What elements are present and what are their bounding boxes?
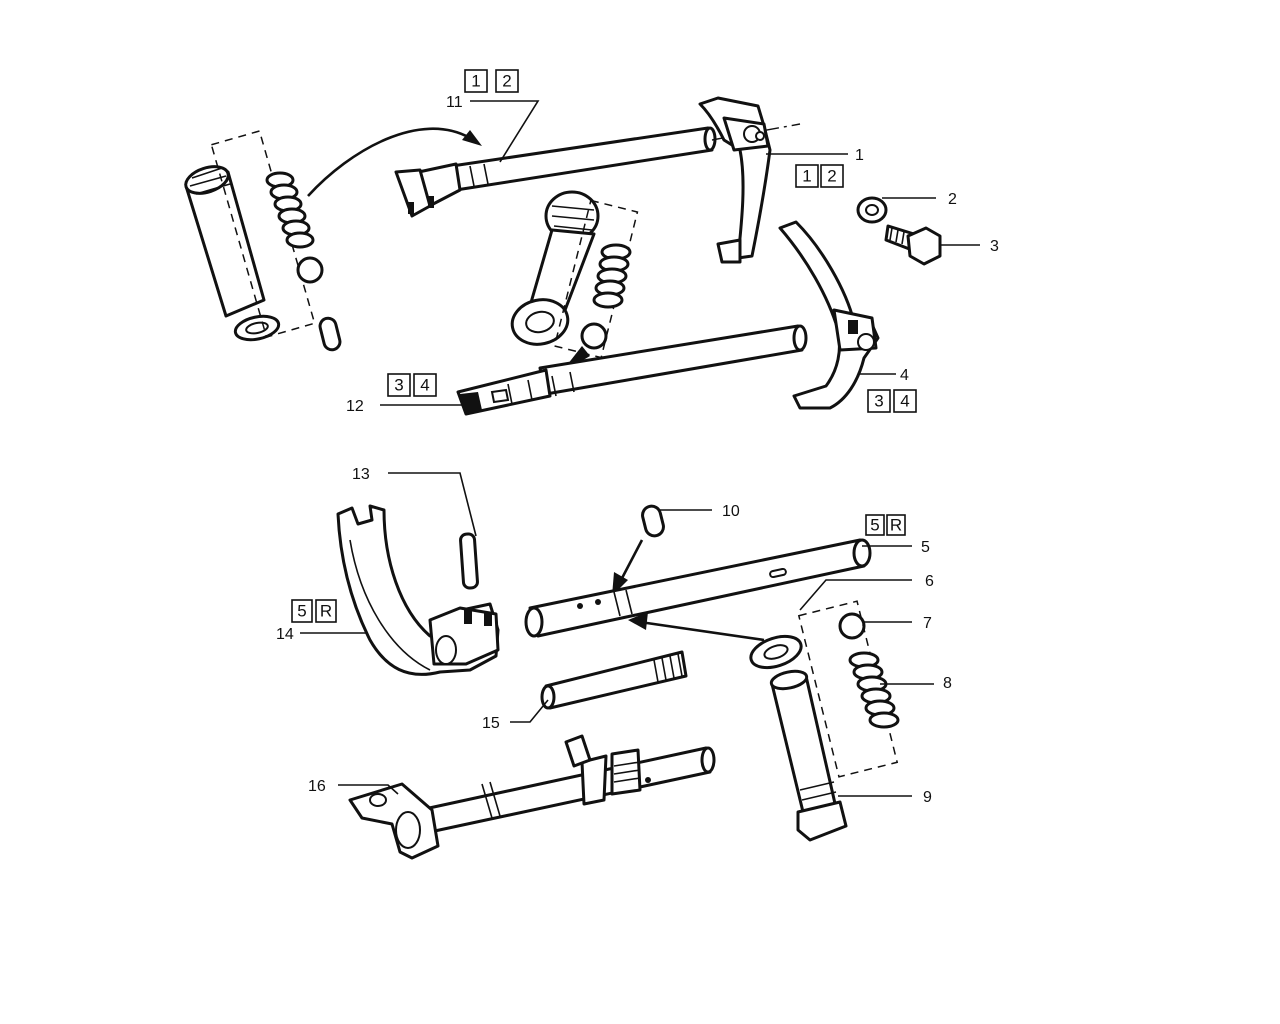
spring-pin	[459, 532, 479, 590]
assembly-arrow-4	[639, 620, 765, 642]
threaded-rod	[540, 650, 688, 710]
shift-fork-34	[778, 220, 880, 410]
callout-15: 15	[482, 715, 500, 732]
svg-text:R: R	[890, 516, 902, 535]
svg-text:3: 3	[874, 392, 883, 411]
callout-7: 7	[923, 615, 932, 632]
callout-16: 16	[308, 778, 326, 795]
detent-plug-right	[769, 669, 848, 842]
shift-fork-12	[698, 96, 772, 264]
gear-tag-12-top: 1 2	[464, 69, 519, 93]
callout-9: 9	[923, 789, 932, 806]
gear-tag-5r-fork: 5 R	[291, 599, 337, 623]
callout-11: 11	[446, 94, 463, 111]
callout-5: 5	[921, 539, 930, 556]
shift-rod-12	[394, 126, 717, 218]
svg-text:2: 2	[502, 72, 511, 91]
shift-rod-5r	[524, 538, 872, 638]
selector-shaft	[348, 734, 716, 860]
svg-text:1: 1	[802, 167, 811, 186]
svg-text:R: R	[320, 602, 332, 621]
callout-10: 10	[722, 503, 740, 520]
svg-text:1: 1	[471, 72, 480, 91]
svg-text:4: 4	[420, 376, 429, 395]
callout-6: 6	[925, 573, 934, 590]
detent-ball-right	[838, 612, 866, 640]
assembly-arrow-1	[307, 127, 471, 197]
leader-lines	[300, 100, 980, 797]
svg-text:5: 5	[297, 602, 306, 621]
svg-text:3: 3	[394, 376, 403, 395]
shift-rod-34	[456, 324, 808, 416]
callout-1: 1	[855, 147, 864, 164]
callout-12: 12	[346, 398, 364, 415]
callout-13: 13	[352, 466, 370, 483]
detent-ball-center	[580, 322, 608, 350]
callout-14: 14	[276, 626, 294, 643]
lock-nut	[856, 196, 888, 224]
detent-group-outline-left	[210, 130, 316, 338]
svg-text:5: 5	[870, 516, 879, 535]
hex-bolt	[884, 224, 942, 266]
svg-text:2: 2	[827, 167, 836, 186]
shift-fork-5r	[336, 504, 500, 676]
sealing-washer	[749, 634, 803, 670]
detent-plug-center	[510, 190, 600, 346]
detent-ball-left	[296, 256, 324, 284]
shift-rod-12-axis	[711, 123, 801, 141]
callout-4: 4	[900, 367, 909, 384]
gear-tag-34-fork: 3 4	[867, 389, 917, 413]
detent-plug-left	[184, 165, 281, 342]
detent-spring-right	[848, 651, 900, 729]
assembly-arrow-3	[618, 539, 644, 583]
interlock-pin	[641, 504, 665, 538]
gear-tag-34-rod: 3 4	[387, 373, 437, 397]
callout-3: 3	[990, 238, 999, 255]
gear-tag-12-fork: 1 2	[795, 164, 844, 188]
interlock-pin-left	[318, 316, 342, 352]
detent-spring-center	[592, 243, 632, 309]
detent-spring-left	[265, 171, 315, 249]
callout-2: 2	[948, 191, 957, 208]
callout-8: 8	[943, 675, 952, 692]
gear-tag-5r-rod: 5 R	[865, 514, 906, 536]
svg-text:4: 4	[900, 392, 909, 411]
